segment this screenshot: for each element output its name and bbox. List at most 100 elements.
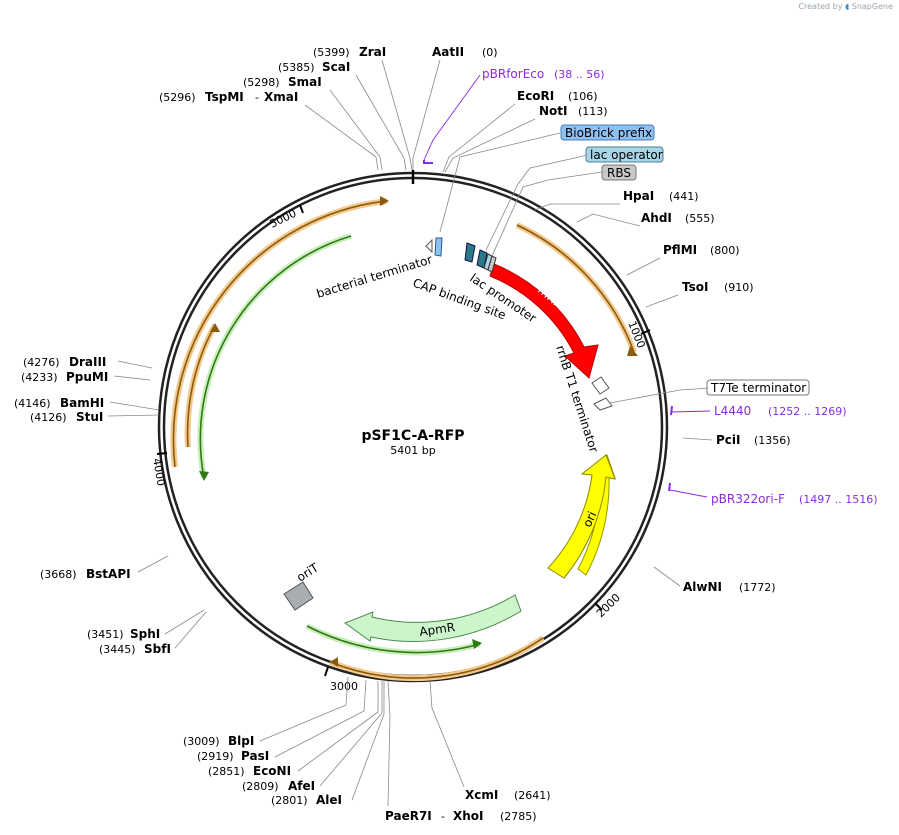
enzyme-smai: SmaI: [288, 75, 322, 89]
leader-pasi: [274, 679, 367, 758]
t7te-terminator-label: T7Te terminator: [710, 381, 806, 395]
t7te-terminator-feature: [593, 397, 613, 411]
snapgene-logo-icon: ◖: [844, 2, 850, 11]
t7te-terminator-box: [706, 379, 810, 396]
enzyme-alwni-pos: (1772): [739, 581, 776, 594]
green-arc-2: [306, 625, 481, 654]
green-arrow-2: [472, 639, 482, 649]
primer-leaders: [423, 74, 711, 498]
orf-arrow-4: [210, 323, 220, 332]
orf-arcs: [170, 196, 638, 682]
enzyme-sbfi-pos: (3445): [99, 643, 136, 656]
ampr-feature: [343, 594, 522, 642]
leader-sbfi: [174, 611, 207, 649]
lac-operator-label: lac operator: [590, 148, 663, 162]
orit-label: oriT: [294, 560, 321, 584]
enzyme-econi-pos: (2851): [208, 765, 245, 778]
ori-feature-body: [547, 454, 616, 579]
enzyme-zrai-pos: (5399): [313, 46, 350, 59]
enzyme-sbfi: SbfI: [144, 642, 171, 656]
credit-brand: SnapGene: [851, 2, 893, 11]
enzyme-pasi: PasI: [241, 749, 269, 763]
rbs-label: RBS: [607, 166, 631, 180]
snapgene-credit: Created by ◖ SnapGene: [798, 2, 893, 11]
green-arrow-1: [199, 471, 209, 481]
enzyme-alei: AleI: [316, 793, 342, 807]
primer-pbr322ori-f-range: (1497 .. 1516): [799, 493, 878, 506]
primer-pbr322ori-f: pBR322ori-F: [711, 492, 785, 506]
enzyme-xcmi-pos: (2641): [514, 789, 551, 802]
enzyme-econi: EcoNI: [253, 764, 291, 778]
enzyme-zrai: ZraI: [359, 45, 386, 59]
enzyme-draiii: DraIII: [69, 355, 106, 369]
enzyme-alwni: AlwNI: [683, 580, 722, 594]
leader-ecori: [442, 103, 516, 173]
plasmid-size: 5401 bp: [390, 444, 435, 457]
leader-draiii: [117, 360, 153, 369]
enzyme-pasi-pos: (2919): [197, 750, 234, 763]
enzyme-pcii: PciI: [716, 433, 741, 447]
leader-lac-operator: [485, 154, 589, 251]
tick-label-5000: 5000: [268, 207, 299, 231]
green-arc-1: [199, 235, 352, 479]
primer-pbrforeco-range: (38 .. 56): [554, 68, 605, 81]
enzyme-pflmi-pos: (800): [710, 244, 740, 257]
tick-label-4000: 4000: [150, 457, 168, 487]
tick-mark-3000: [324, 666, 329, 677]
ori-feature: [577, 453, 616, 576]
leader-ppumi: [113, 375, 151, 381]
biobrick-prefix-feature: [434, 237, 443, 257]
leader-t7te: [609, 387, 711, 404]
enzyme-blpi: BlpI: [228, 734, 254, 748]
orf-arrow-2: [330, 657, 338, 667]
enzyme-ecori: EcoRI: [517, 89, 554, 103]
enzyme-tspmi: TspMI: [205, 90, 244, 104]
enzyme-noti-pos: (113): [578, 105, 608, 118]
cap-binding-site-feature: [464, 242, 476, 263]
enzyme-hpai: HpaI: [623, 189, 654, 203]
enzyme-tsoi-pos: (910): [724, 281, 754, 294]
enzyme-xhoi: XhoI: [453, 809, 484, 823]
enzyme-bamhi-pos: (4146): [14, 397, 51, 410]
enzyme-tspmi-dash: -: [255, 91, 259, 104]
orf-arc-4: [186, 324, 216, 448]
enzyme-bstapi-pos: (3668): [40, 568, 77, 581]
tick-label-3000: 3000: [330, 680, 358, 693]
enzyme-sphi-pos: (3451): [87, 628, 124, 641]
tick-mark-2000: [594, 602, 603, 611]
leader-xcmi: [429, 680, 465, 788]
orf-arrow-3: [380, 196, 389, 206]
orf-arc-3: [172, 200, 388, 468]
leader-zrai: [381, 59, 413, 171]
enzyme-aatii: AatII: [432, 45, 464, 59]
enzyme-xmai: XmaI: [264, 90, 298, 104]
orf-arc-1: [516, 224, 635, 353]
enzyme-sphi: SphI: [130, 627, 160, 641]
leader-econi: [297, 681, 379, 772]
primer-mark-pbr322ori-f: [668, 482, 671, 492]
enzyme-xhoi-pos: (2785): [500, 810, 537, 823]
primer-mark-l4440: [670, 405, 673, 416]
enzyme-paer7i-dash: -: [441, 810, 445, 823]
leader-pbrforeco: [423, 74, 481, 161]
enzyme-tspmi-pos: (5296): [159, 91, 196, 104]
enzyme-ecori-pos: (106): [568, 90, 598, 103]
enzyme-stui-pos: (4126): [30, 411, 67, 424]
leader-alwni: [653, 566, 681, 587]
primer-mark-pbrforeco: [423, 160, 433, 164]
leader-bamhi: [109, 401, 160, 411]
tick-mark-4000: [156, 452, 168, 455]
tick-mark-5000: [299, 204, 304, 214]
enzyme-alei-pos: (2801): [271, 794, 308, 807]
leader-aatii: [412, 59, 441, 170]
green-orf-arcs: [197, 233, 482, 656]
enzyme-afei: AfeI: [288, 779, 315, 793]
boxed-feature-labels: BioBrick prefix lac operator RBS T7Te te…: [560, 124, 810, 396]
leader-bstapi: [137, 555, 169, 573]
biobrick-prefix-label: BioBrick prefix: [565, 126, 652, 140]
enzyme-ahdi: AhdI: [641, 211, 672, 225]
plasmid-name: pSF1C-A-RFP: [361, 428, 464, 444]
leader-smai: [329, 89, 383, 171]
rbs-feature: [487, 255, 497, 273]
tick-mark-1000: [640, 329, 651, 335]
